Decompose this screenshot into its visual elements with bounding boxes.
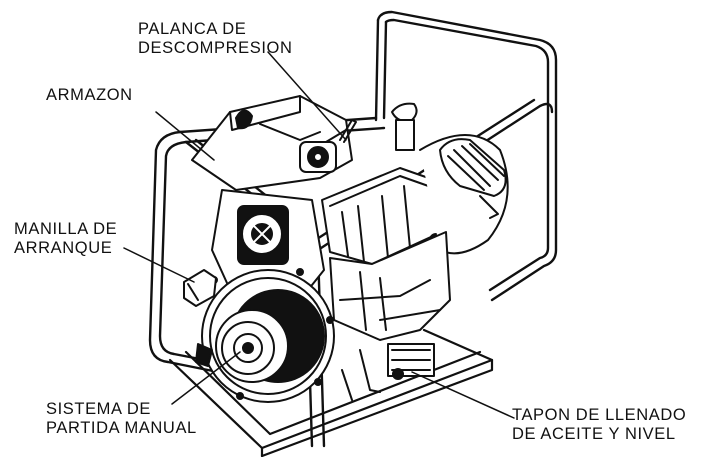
leader-oil: [411, 371, 515, 419]
leader-recoil: [171, 351, 241, 405]
engine: [183, 95, 509, 403]
label-decompression-lever: PALANCA DE DESCOMPRESION: [138, 20, 293, 57]
label-frame: ARMAZON: [46, 86, 133, 104]
leader-start-handle: [123, 247, 195, 283]
label-oil-filler: TAPON DE LLENADO DE ACEITE Y NIVEL: [512, 406, 687, 443]
leader-frame: [155, 111, 215, 161]
leader-decompression: [267, 51, 347, 141]
base-skid: [168, 328, 494, 457]
label-start-handle: MANILLA DE ARRANQUE: [14, 220, 118, 257]
label-recoil-starter: SISTEMA DE PARTIDA MANUAL: [46, 400, 197, 437]
leader-lines: [123, 51, 515, 419]
